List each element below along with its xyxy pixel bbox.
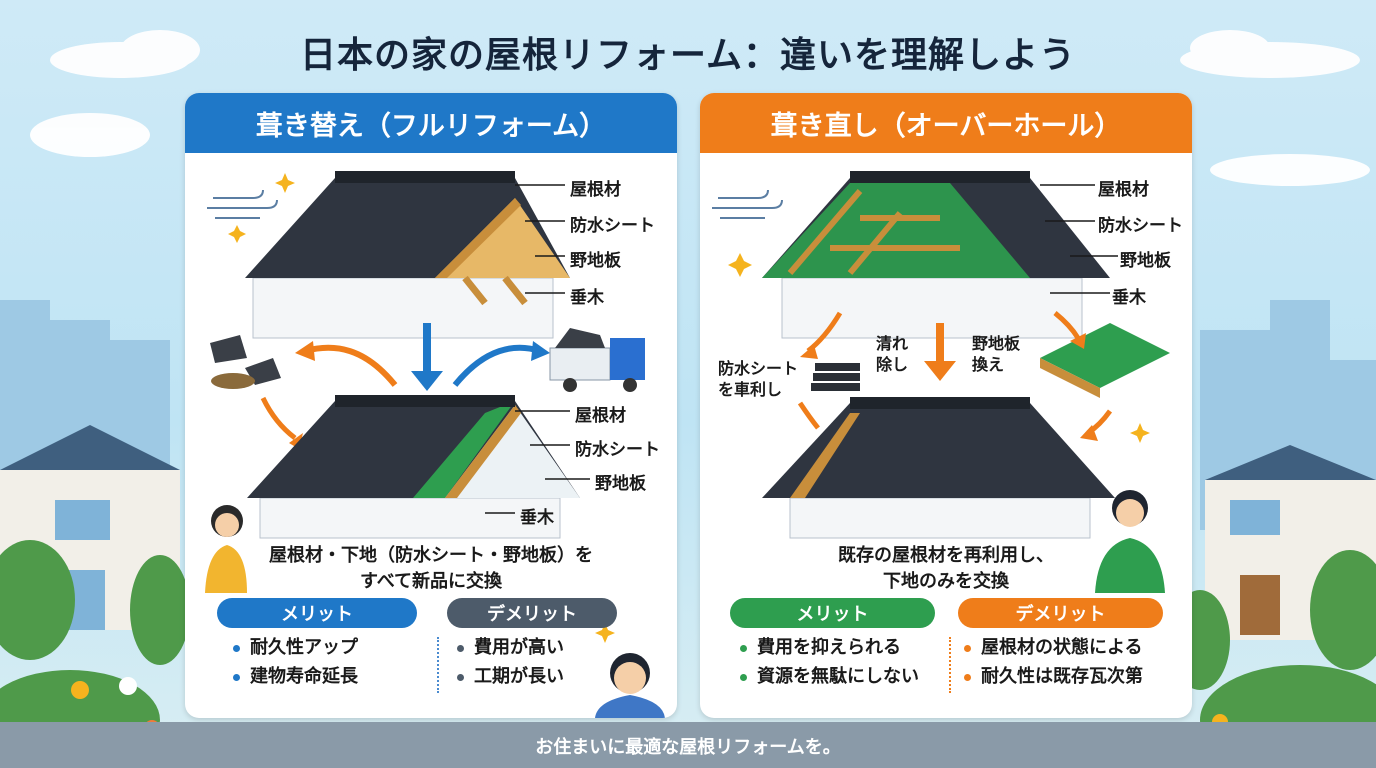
merit-list: 耐久性アップ 建物寿命延長 <box>233 633 358 691</box>
reroof-illustration <box>205 171 665 718</box>
demerit-badge: デメリット <box>447 598 617 628</box>
page-title: 日本の家の屋根リフォーム：違いを理解しよう <box>300 35 1076 76</box>
layer-label-sheathing: 野地板 <box>595 474 646 494</box>
list-item: 屋根材の状態による <box>964 633 1143 662</box>
layer-label-membrane: 防水シート <box>575 440 660 460</box>
layer-label-sheathing: 野地板 <box>570 251 621 271</box>
demerit-badge: デメリット <box>958 598 1163 628</box>
layer-label-roofing: 屋根材 <box>570 180 621 200</box>
merit-badge: メリット <box>217 598 417 628</box>
overhaul-header: 葺き直し（オーバーホール） <box>700 93 1192 153</box>
list-item: 費用を抑えられる <box>740 633 919 662</box>
merit-list: 費用を抑えられる 資源を無駄にしない <box>740 633 919 691</box>
overhaul-description: 既存の屋根材を再利用し、 下地のみを交換 <box>838 545 1054 592</box>
divider <box>949 637 951 693</box>
overhaul-illustration <box>712 171 1170 593</box>
demerit-list: 費用が高い 工期が長い <box>457 633 564 691</box>
list-item: 耐久性は既存瓦次第 <box>964 662 1143 691</box>
layer-label-membrane: 防水シート <box>1098 216 1183 236</box>
layer-label-rafter: 垂木 <box>570 288 604 308</box>
layer-label-rafter: 垂木 <box>520 508 554 528</box>
list-item: 資源を無駄にしない <box>740 662 919 691</box>
footer-text: お住まいに最適な屋根リフォームを。 <box>535 737 841 758</box>
reroof-panel: 葺き替え（フルリフォーム） <box>185 93 677 718</box>
step-board-label: 野地板 換え <box>972 334 1021 374</box>
reroof-description: 屋根材・下地（防水シート・野地板）を すべて新品に交換 <box>269 545 593 592</box>
layer-label-roofing: 屋根材 <box>575 406 626 426</box>
divider <box>437 637 439 693</box>
footer-bar <box>0 722 1376 768</box>
list-item: 工期が長い <box>457 662 564 691</box>
list-item: 費用が高い <box>457 633 564 662</box>
demerit-list: 屋根材の状態による 耐久性は既存瓦次第 <box>964 633 1143 691</box>
list-item: 建物寿命延長 <box>233 662 358 691</box>
layer-label-roofing: 屋根材 <box>1098 180 1149 200</box>
layer-label-membrane: 防水シート <box>570 216 655 236</box>
step-clean-label: 清れ 除し <box>876 334 909 374</box>
layer-label-sheathing: 野地板 <box>1120 251 1171 271</box>
layer-label-rafter: 垂木 <box>1112 288 1146 308</box>
list-item: 耐久性アップ <box>233 633 358 662</box>
step-sheet-label: 防水シート を車利し <box>718 359 799 399</box>
merit-badge: メリット <box>730 598 935 628</box>
reroof-header: 葺き替え（フルリフォーム） <box>185 93 677 153</box>
overhaul-panel: 葺き直し（オーバーホール） <box>700 93 1192 718</box>
